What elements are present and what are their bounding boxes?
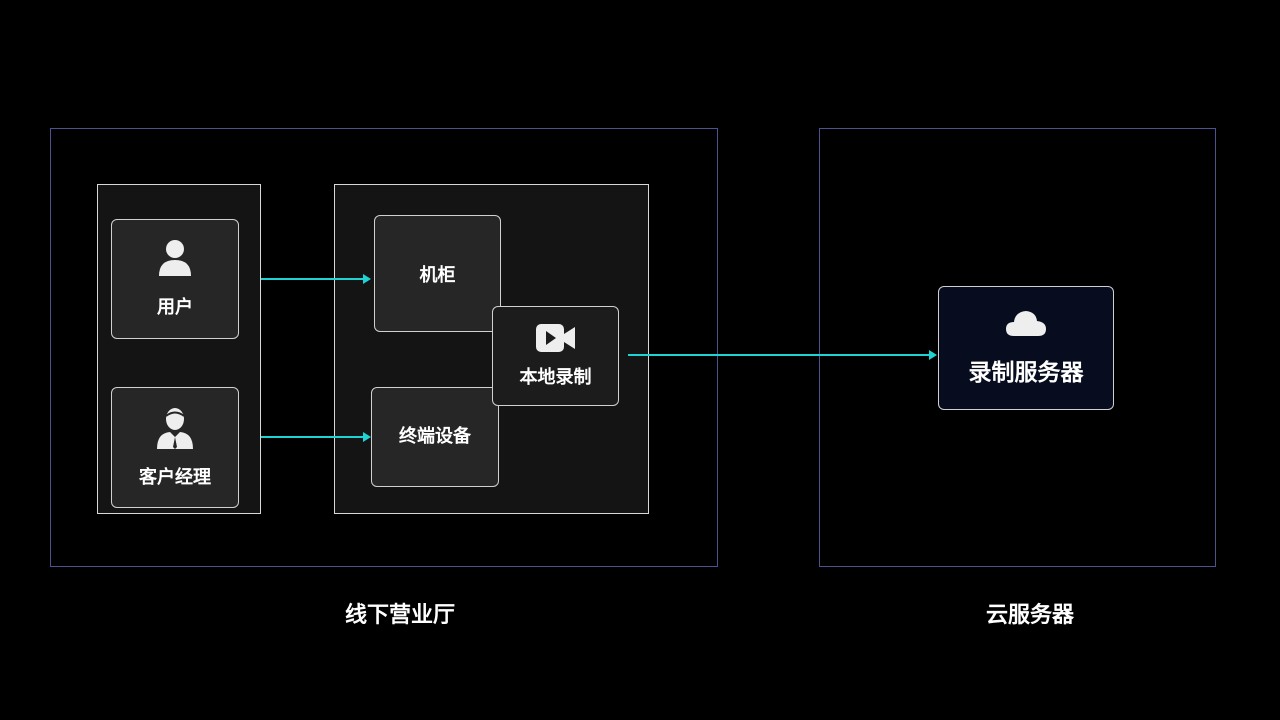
cabinet-label: 机柜	[419, 264, 456, 286]
businessman-icon	[157, 407, 193, 449]
account-manager-node[interactable]: 客户经理	[111, 387, 239, 508]
local-recording-label: 本地录制	[519, 367, 592, 388]
arrow-manager-to-terminal	[261, 432, 371, 442]
cabinet-node[interactable]: 机柜	[374, 215, 501, 332]
cloud-icon	[1006, 311, 1046, 336]
user-node[interactable]: 用户	[111, 219, 239, 339]
video-camera-icon	[535, 324, 575, 352]
user-icon	[159, 240, 191, 276]
account-manager-label: 客户经理	[139, 466, 211, 488]
local-recording-node[interactable]: 本地录制	[492, 306, 619, 406]
user-label: 用户	[157, 297, 193, 318]
cloud-server-region	[819, 128, 1216, 567]
cloud-server-label: 云服务器	[985, 603, 1074, 628]
recording-server-node[interactable]: 录制服务器	[938, 286, 1114, 410]
offline-branch-region	[50, 128, 718, 567]
terminal-device-label: 终端设备	[399, 426, 471, 447]
terminal-device-node[interactable]: 终端设备	[371, 387, 499, 487]
arrow-local-to-server	[628, 350, 937, 360]
arrow-user-to-cabinet	[261, 274, 371, 284]
recording-server-label: 录制服务器	[968, 360, 1084, 386]
offline-branch-label: 线下营业厅	[344, 603, 455, 628]
